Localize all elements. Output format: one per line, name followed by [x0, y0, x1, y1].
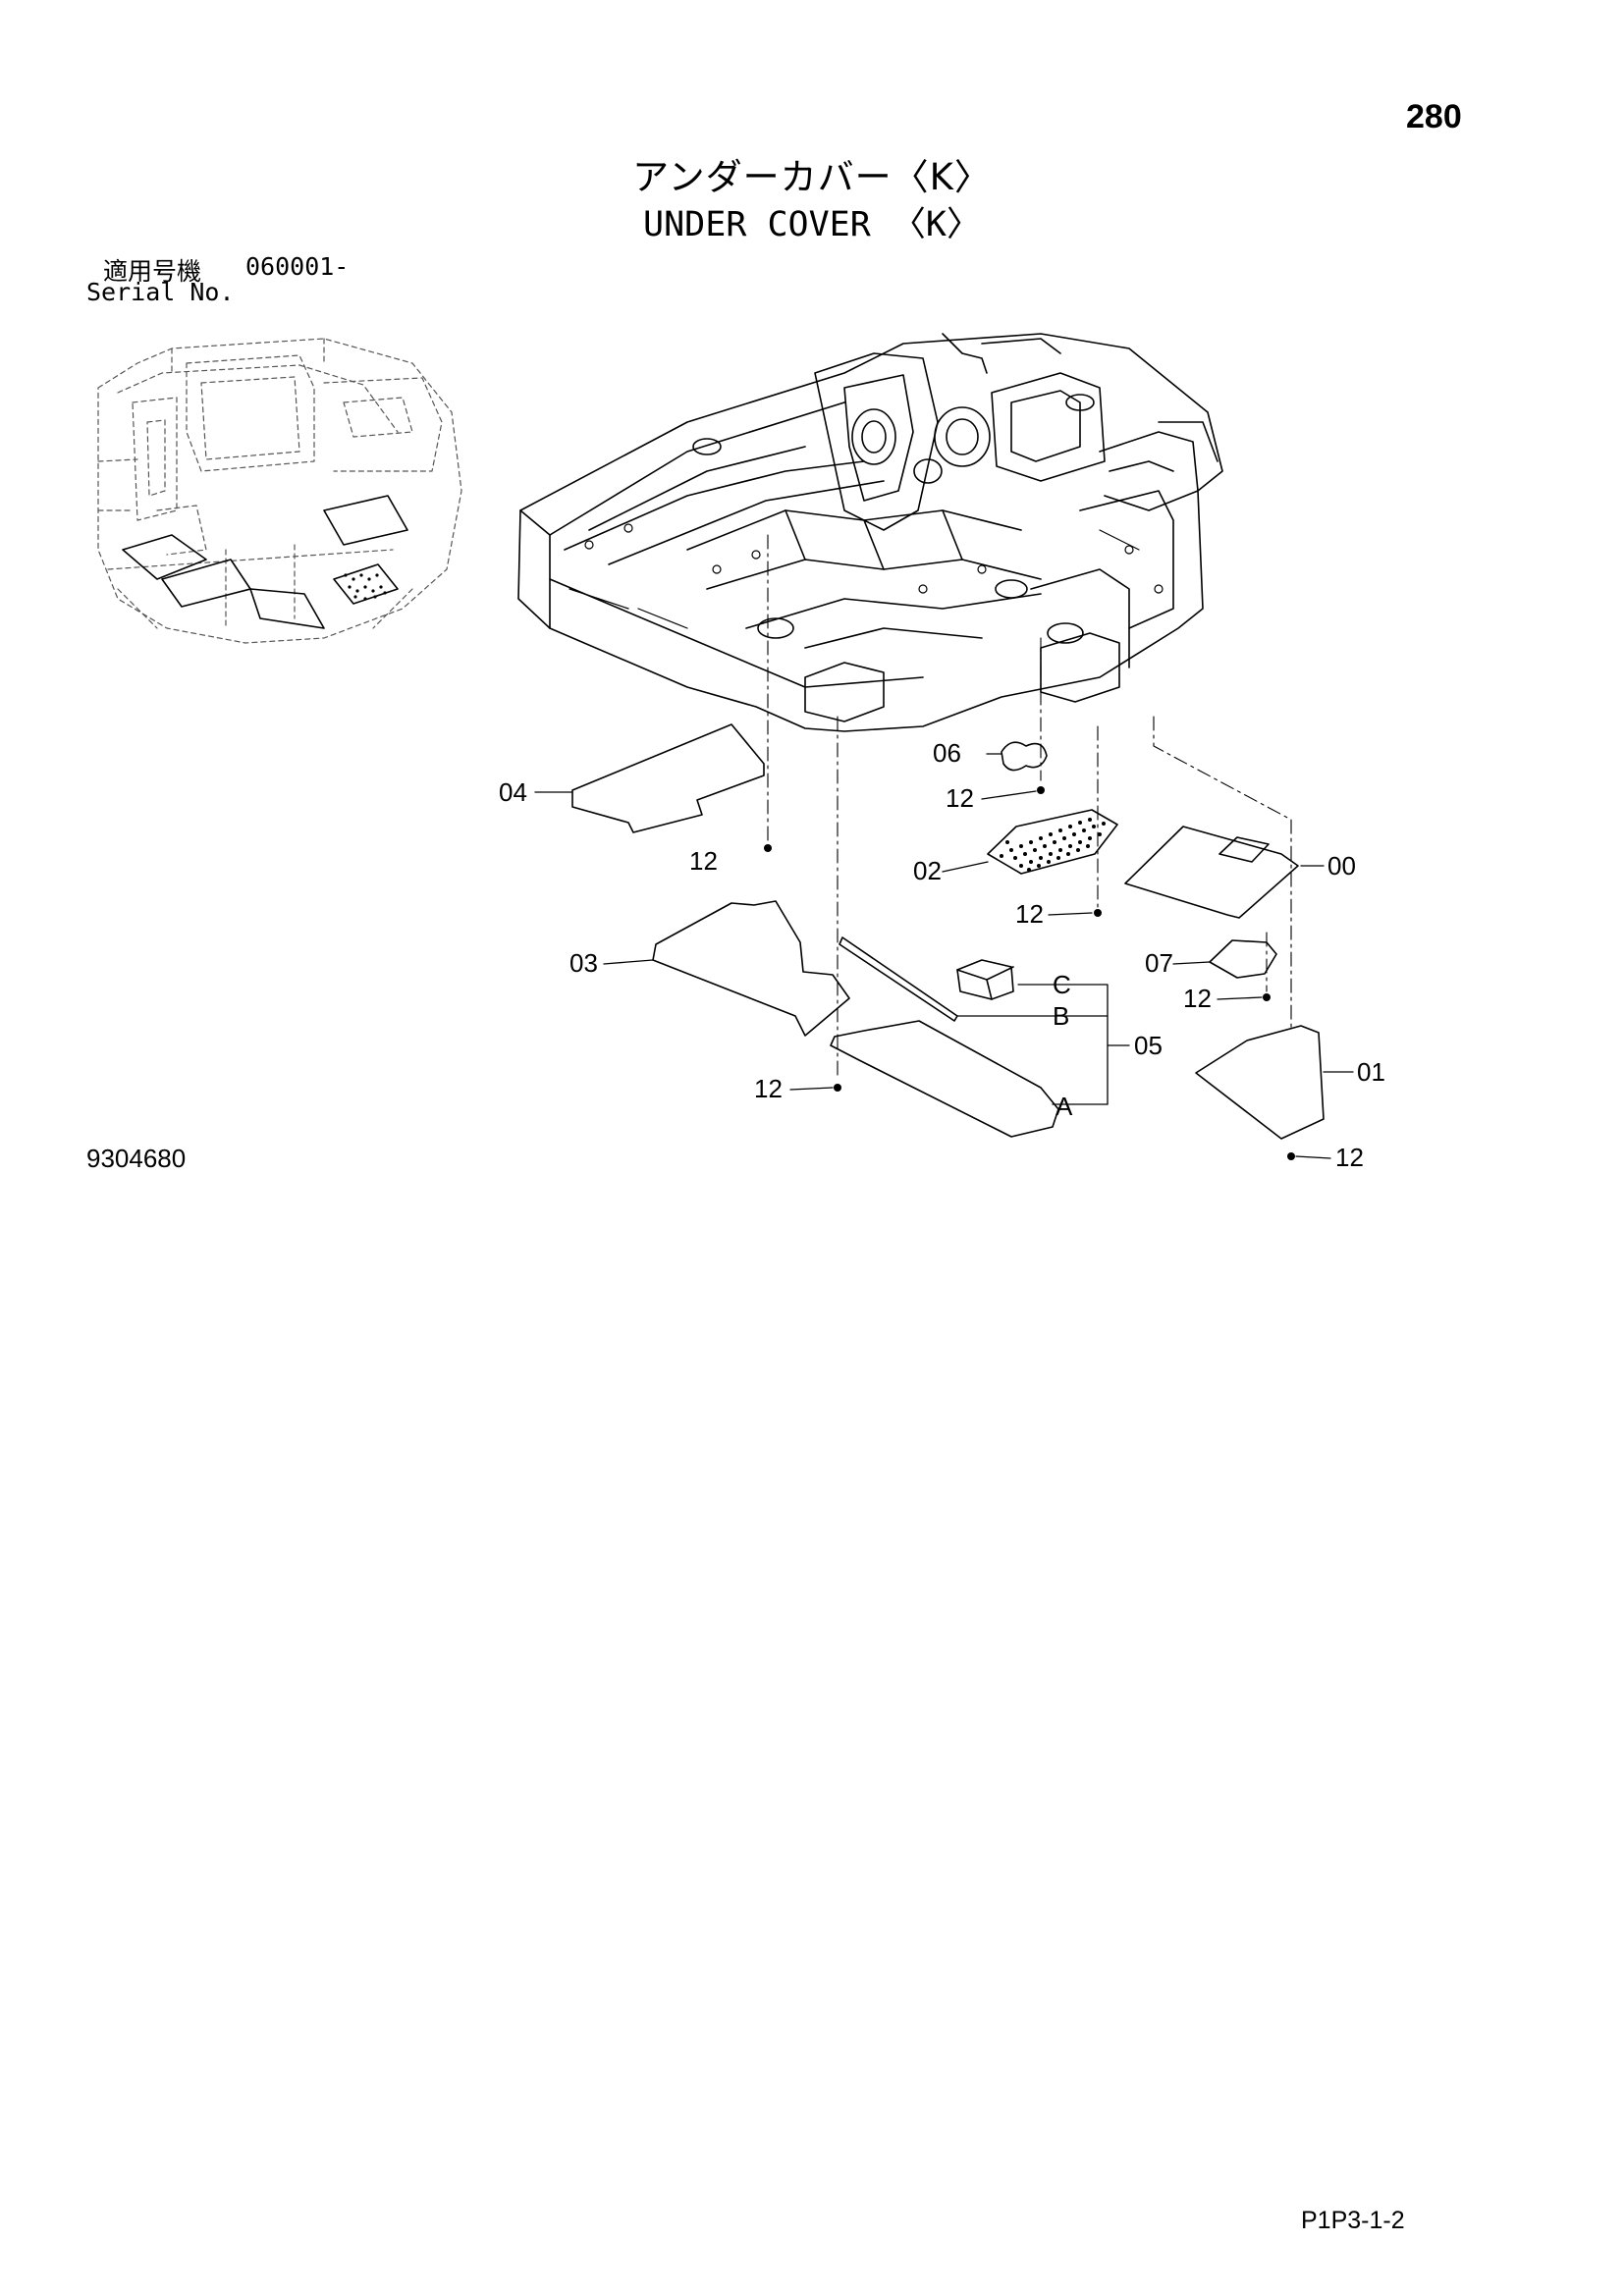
part-05-plate	[830, 1020, 1059, 1138]
serial-label-english: Serial No.	[86, 278, 235, 306]
part-02-perforations	[1000, 818, 1106, 872]
drawing-number: 9304680	[86, 1144, 187, 1173]
locator-thumbnail	[97, 338, 462, 644]
serial-range: 060001-	[245, 252, 350, 281]
assembly-lines	[767, 534, 1292, 1081]
thumbnail-cover-05	[249, 588, 325, 629]
part-01-cover-plate	[1195, 1025, 1325, 1140]
part-06-cover	[1001, 741, 1048, 772]
callout-12-part-07: 12	[1183, 984, 1212, 1013]
part-05-rail	[839, 936, 958, 1022]
page-number: 280	[1406, 98, 1462, 135]
page-title-english: UNDER COVER 〈K〉	[643, 205, 981, 244]
callout-b: B	[1053, 1001, 1069, 1031]
callout-12-part-05: 12	[754, 1074, 783, 1103]
part-00-cover-plate	[1124, 826, 1299, 919]
callout-05: 05	[1134, 1031, 1163, 1060]
thumbnail-cover-04	[161, 559, 251, 608]
part-03-cover-plate	[652, 900, 850, 1037]
callout-a: A	[1056, 1092, 1073, 1121]
part-04-cover-plate	[571, 723, 765, 833]
part-02-perforated-plate	[987, 809, 1118, 875]
callout-04: 04	[499, 777, 527, 807]
callout-12-part-01: 12	[1335, 1143, 1364, 1172]
thumbnail-cover-03	[122, 534, 207, 580]
leader-lines	[534, 753, 1354, 1159]
callout-06: 06	[933, 738, 961, 768]
bolts-12	[764, 786, 1295, 1160]
part-05-block	[956, 959, 1014, 1000]
callout-12-part-04: 12	[689, 846, 718, 876]
callout-12-part-02: 12	[1015, 899, 1044, 929]
part-00-inner-panel	[1218, 836, 1270, 863]
serial-label-japanese: 適用号機	[103, 257, 202, 286]
callout-07: 07	[1145, 948, 1173, 978]
part-07-cover	[1209, 939, 1277, 979]
callout-02: 02	[913, 856, 942, 885]
callout-01: 01	[1357, 1057, 1385, 1087]
revolving-frame	[517, 333, 1223, 732]
callout-12-part-06: 12	[946, 783, 974, 813]
callout-c: C	[1053, 970, 1071, 999]
callout-00: 00	[1327, 851, 1356, 881]
part-05-block-top	[956, 966, 1014, 1000]
page-code: P1P3-1-2	[1301, 2207, 1405, 2234]
thumbnail-cover-00	[323, 495, 408, 546]
thumbnail-cover-02	[333, 563, 399, 605]
callout-03: 03	[569, 948, 598, 978]
page-title-japanese: アンダーカバー〈K〉	[632, 156, 992, 198]
